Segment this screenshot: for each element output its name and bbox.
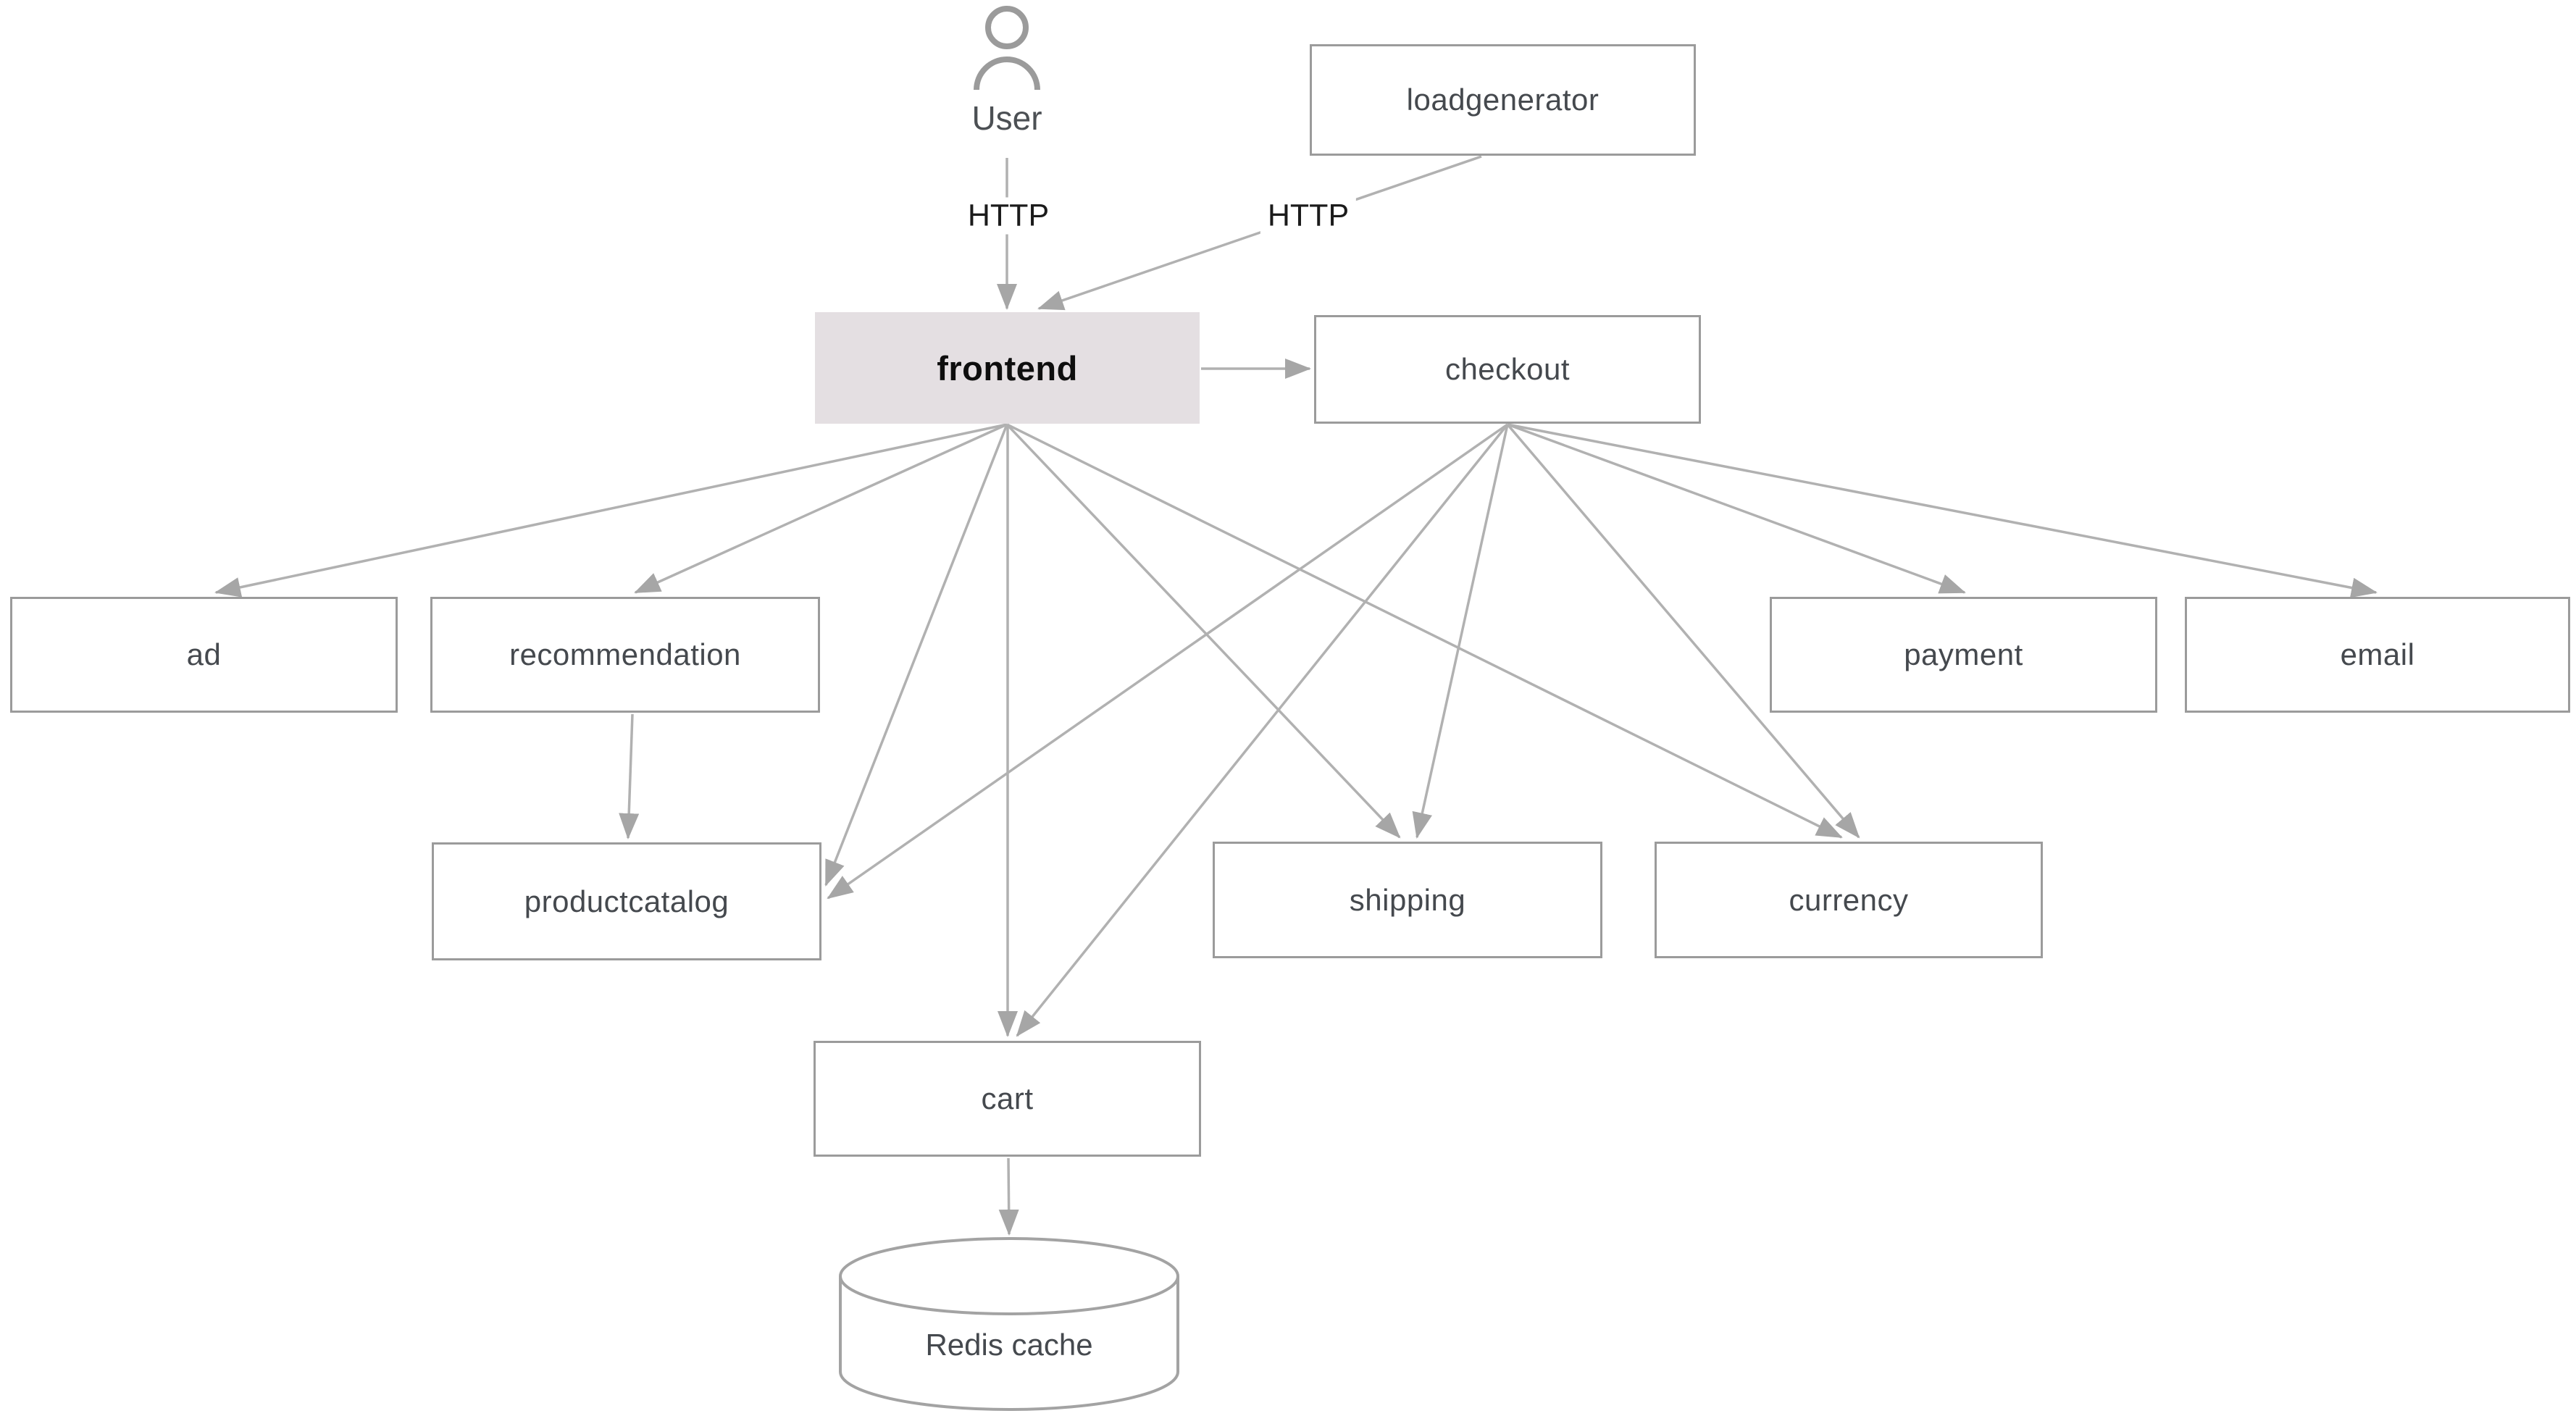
- node-frontend: frontend: [815, 312, 1200, 424]
- node-user: User: [934, 6, 1079, 138]
- node-shipping: shipping: [1213, 842, 1602, 958]
- edge-frontend-recommendation: [634, 423, 1008, 594]
- edge-checkout-shipping: [1412, 424, 1509, 839]
- node-frontend-label: frontend: [937, 348, 1078, 387]
- node-productcatalog: productcatalog: [432, 842, 821, 960]
- node-productcatalog-label: productcatalog: [524, 884, 729, 918]
- node-recommendation: recommendation: [430, 597, 820, 713]
- edge-label-user-frontend-http: HTTP: [960, 197, 1057, 235]
- node-currency: currency: [1655, 842, 2043, 958]
- node-loadgenerator-label: loadgenerator: [1406, 83, 1599, 117]
- database-cylinder-icon: [839, 1237, 1179, 1411]
- node-payment-label: payment: [1904, 637, 2023, 671]
- edge-frontend-productcatalog: [824, 424, 1008, 887]
- edge-cart-redis: [998, 1157, 1019, 1236]
- node-email-label: email: [2340, 637, 2415, 671]
- edge-checkout-payment: [1507, 423, 1966, 594]
- node-checkout: checkout: [1314, 315, 1701, 424]
- node-loadgenerator: loadgenerator: [1310, 44, 1696, 156]
- edge-checkout-currency: [1506, 423, 1860, 839]
- node-checkout-label: checkout: [1444, 352, 1571, 386]
- edge-loadgenerator-frontend: [1037, 155, 1482, 311]
- edge-frontend-currency: [1006, 423, 1843, 839]
- node-recommendation-label: recommendation: [509, 637, 741, 671]
- edge-recommendation-productcatalog: [619, 713, 640, 839]
- node-ad-label: ad: [186, 637, 222, 671]
- node-ad: ad: [10, 597, 398, 713]
- edge-frontend-ad: [214, 423, 1008, 598]
- edge-checkout-productcatalog: [827, 423, 1509, 900]
- node-email: email: [2185, 597, 2570, 713]
- node-redis-label: Redis cache: [925, 1327, 1093, 1362]
- user-label: User: [971, 99, 1042, 137]
- node-cart-label: cart: [981, 1081, 1034, 1115]
- user-icon: [974, 6, 1040, 91]
- edge-checkout-email: [1507, 423, 2378, 598]
- node-shipping-label: shipping: [1349, 882, 1466, 917]
- node-redis: Redis cache: [838, 1236, 1180, 1412]
- edge-frontend-shipping: [1005, 423, 1401, 839]
- edge-label-loadgenerator-frontend-http: HTTP: [1260, 197, 1357, 235]
- node-currency-label: currency: [1789, 882, 1909, 917]
- node-payment: payment: [1770, 597, 2157, 713]
- edge-checkout-cart: [1016, 423, 1509, 1037]
- node-cart: cart: [814, 1041, 1201, 1157]
